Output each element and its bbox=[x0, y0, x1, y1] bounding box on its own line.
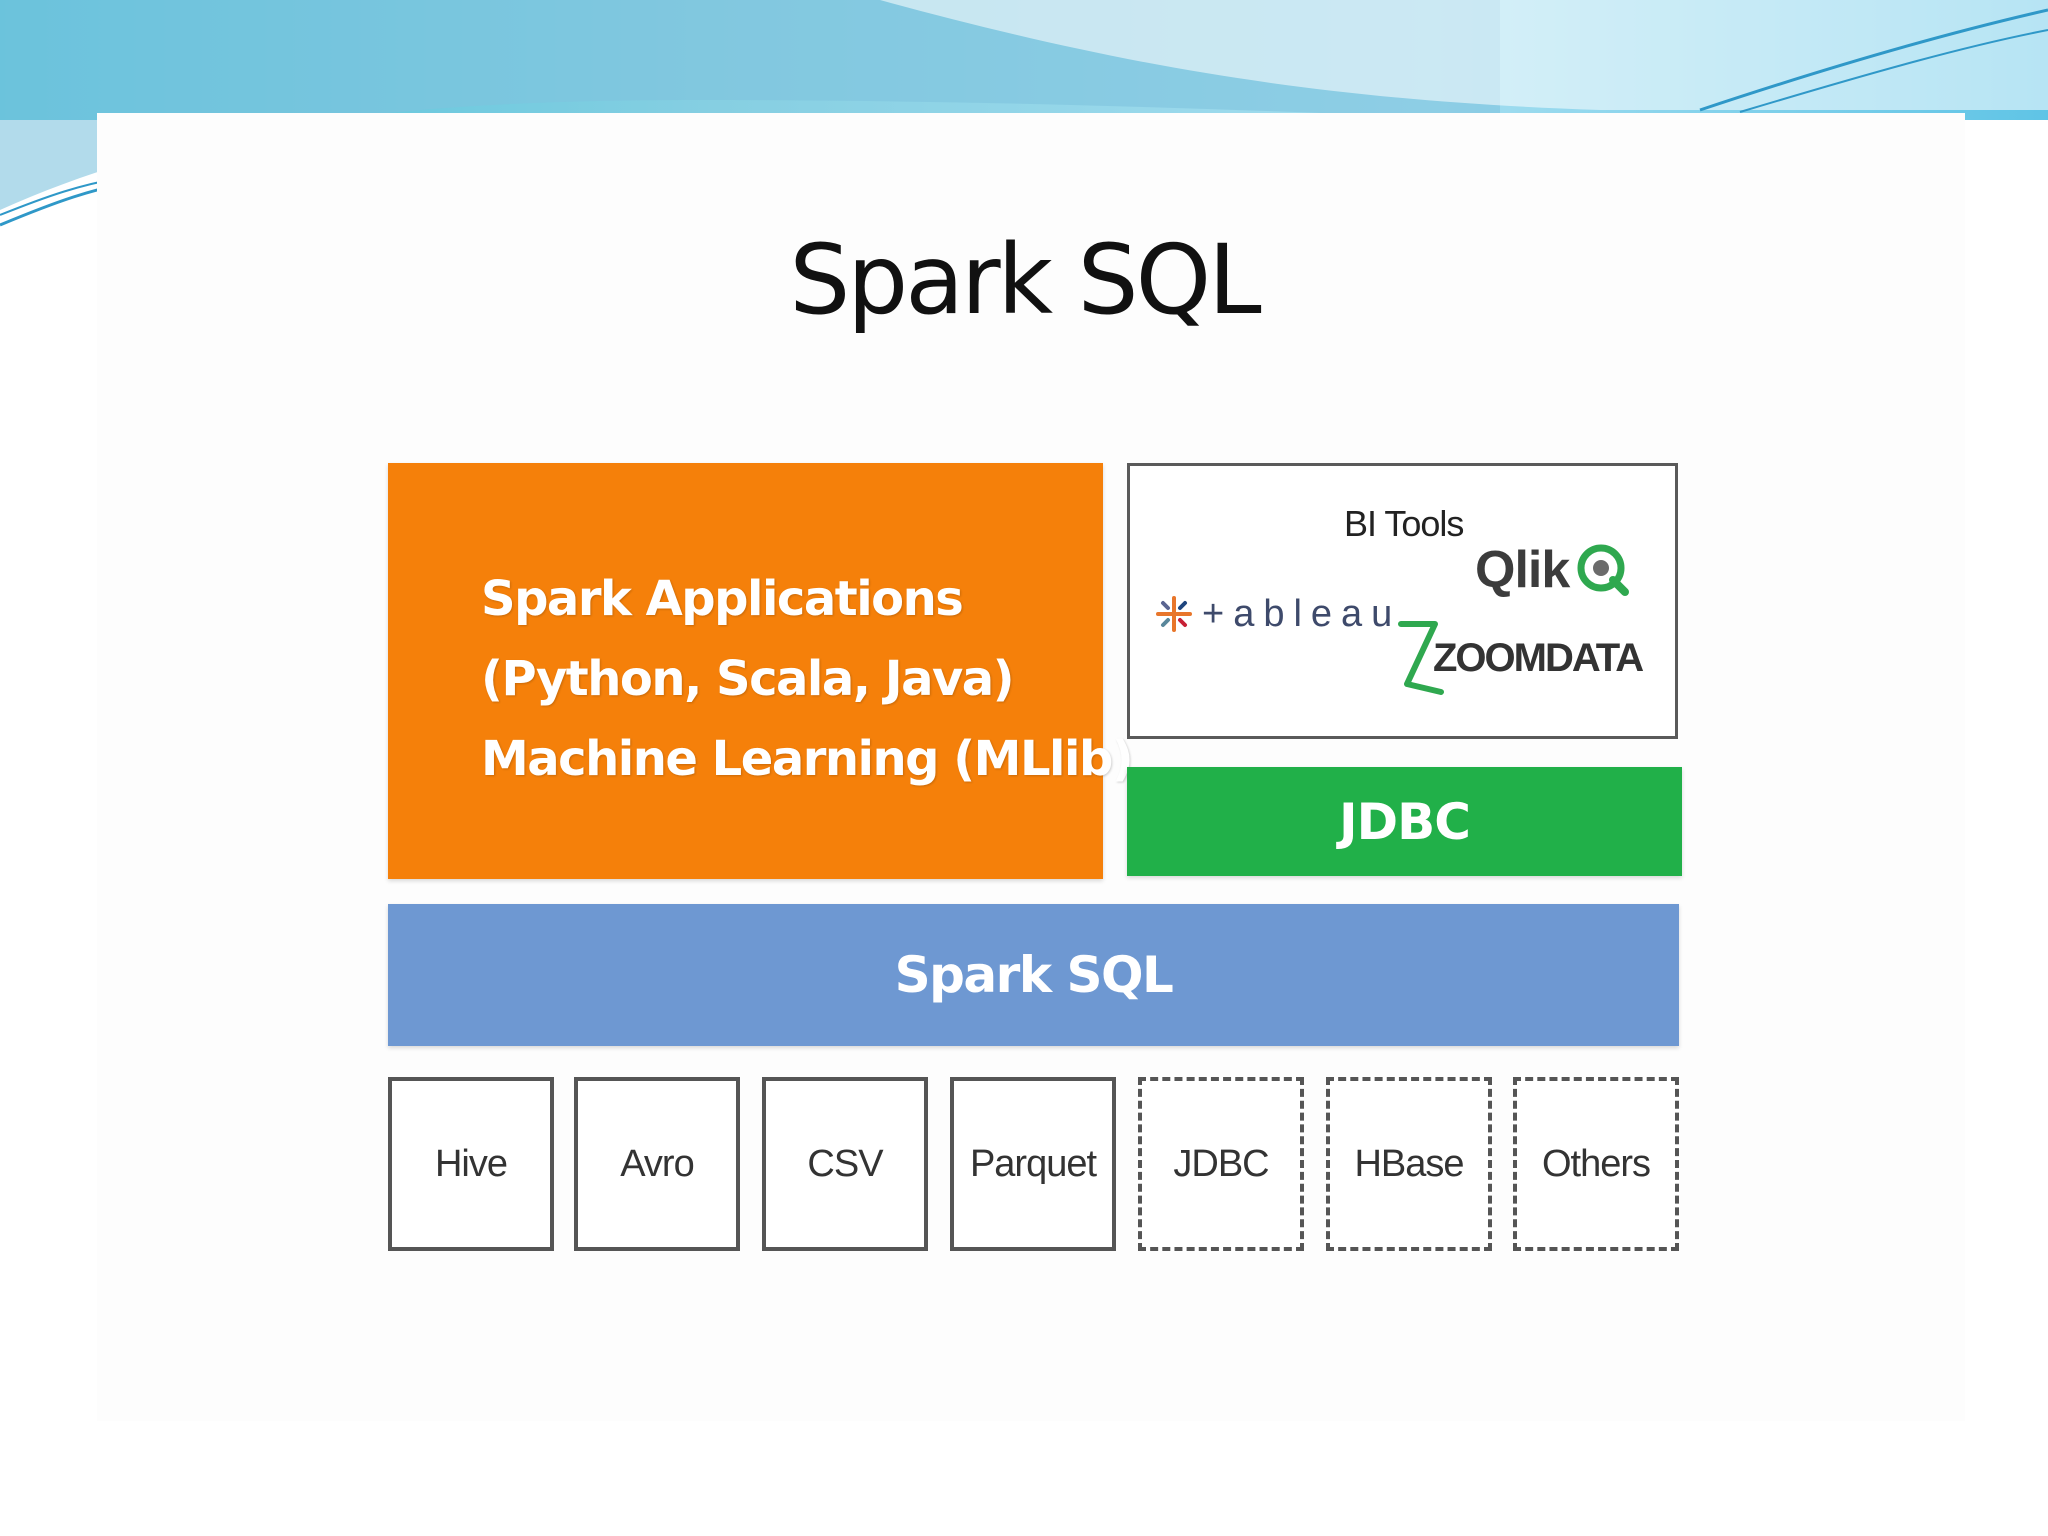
data-source-hbase: HBase bbox=[1326, 1077, 1492, 1251]
spark-applications-text: Spark Applications (Python, Scala, Java)… bbox=[481, 559, 1134, 799]
data-source-avro: Avro bbox=[574, 1077, 740, 1251]
tableau-logo: +ableau bbox=[1152, 592, 1401, 636]
slide-title: Spark SQL bbox=[789, 224, 1261, 336]
data-source-parquet: Parquet bbox=[950, 1077, 1116, 1251]
bi-tools-label: BI Tools bbox=[1344, 503, 1464, 544]
zoomdata-logo: ZOOMDATA bbox=[1395, 618, 1644, 698]
jdbc-box: JDBC bbox=[1127, 767, 1682, 876]
apps-line-1: Spark Applications bbox=[481, 571, 964, 627]
apps-line-3: Machine Learning (MLlib) bbox=[481, 731, 1134, 787]
data-source-others: Others bbox=[1513, 1077, 1679, 1251]
tableau-logo-text: +ableau bbox=[1202, 592, 1402, 635]
spark-sql-box: Spark SQL bbox=[388, 904, 1679, 1046]
zoomdata-logo-text: ZOOMDATA bbox=[1433, 635, 1644, 680]
data-source-jdbc: JDBC bbox=[1138, 1077, 1304, 1251]
spark-applications-box: Spark Applications (Python, Scala, Java)… bbox=[388, 463, 1134, 879]
qlik-q-icon bbox=[1577, 544, 1630, 596]
data-source-csv: CSV bbox=[762, 1077, 928, 1251]
apps-line-2: (Python, Scala, Java) bbox=[481, 651, 1015, 707]
bi-tools-box: BI Tools Qlik +ableau ZOOMDATA bbox=[1127, 463, 1678, 739]
tableau-cross-icon bbox=[1156, 596, 1192, 632]
zoomdata-z-icon bbox=[1398, 621, 1444, 695]
qlik-logo-text: Qlik bbox=[1475, 541, 1570, 599]
data-source-hive: Hive bbox=[388, 1077, 554, 1251]
qlik-logo: Qlik bbox=[1475, 540, 1631, 600]
